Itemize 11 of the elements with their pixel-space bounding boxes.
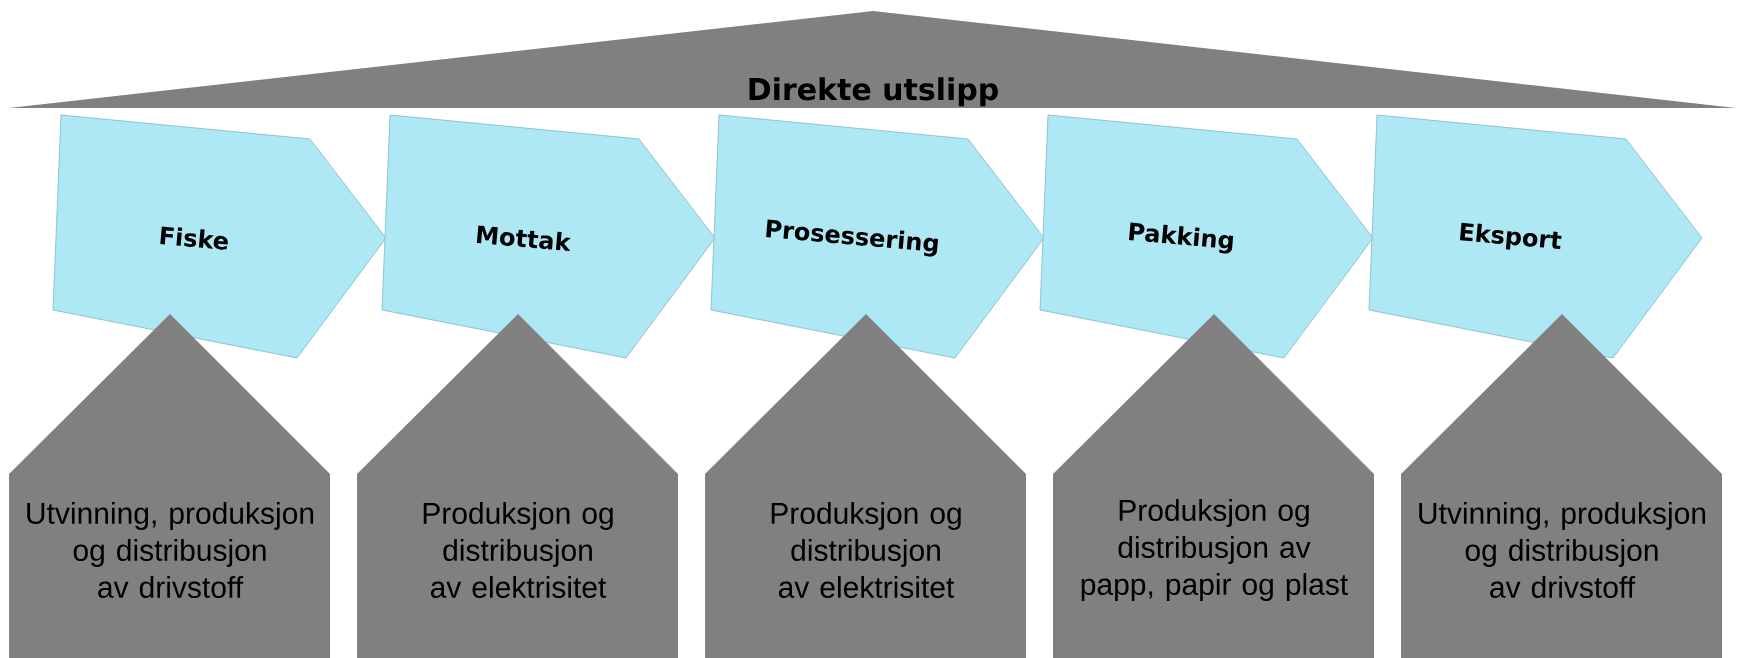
pentagon-box: Produksjon og distribusjon av papp, papir og plast [1053, 314, 1374, 658]
roof-triangle: Direkte utslipp [9, 11, 1736, 108]
chevron-step: Pakking [1039, 114, 1374, 359]
chevron-step: Fiske [52, 114, 387, 359]
pentagon-box: Produksjon og distribusjon av elektrisitet [357, 314, 678, 658]
chevron-step: Prosessering [710, 114, 1045, 359]
chevron-step: Eksport [1368, 114, 1703, 359]
pentagon-box: Produksjon og distribusjon av elektrisitet [705, 314, 1026, 658]
pentagon-box: Utvinning, produksjon og distribusjon av drivstoff [1401, 314, 1722, 658]
pentagon-box: Utvinning, produksjon og distribusjon av drivstoff [9, 314, 330, 658]
chevron-step: Mottak [381, 114, 716, 359]
